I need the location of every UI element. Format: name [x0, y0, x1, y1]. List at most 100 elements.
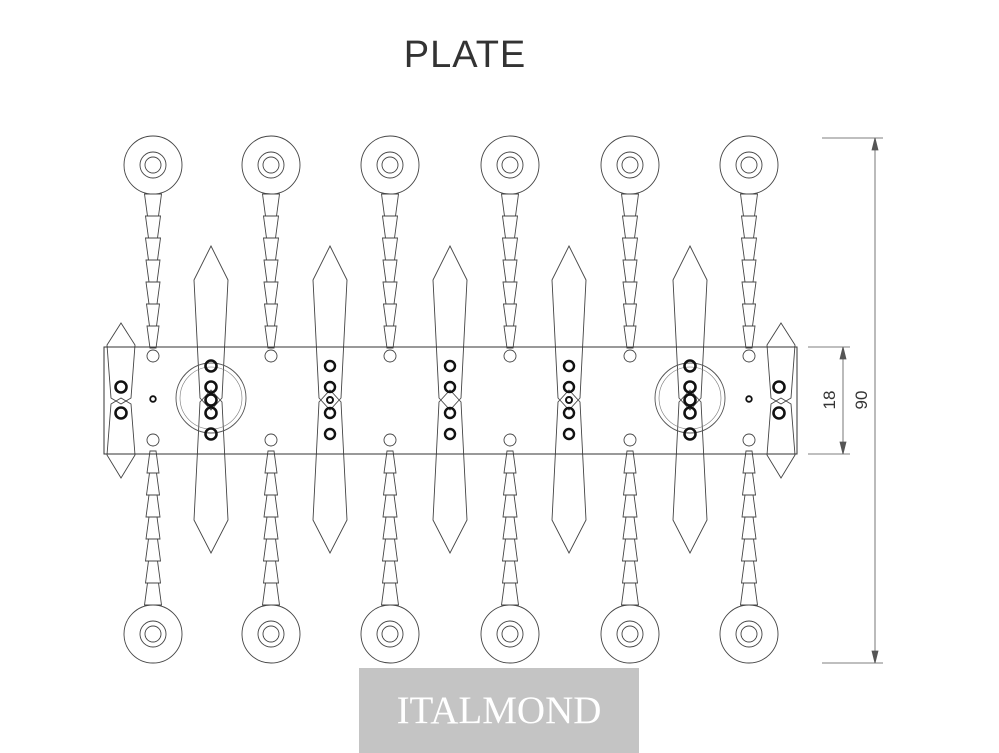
screw-hole	[149, 395, 157, 403]
crystal-bead	[144, 560, 162, 584]
spear-prism-top	[672, 244, 708, 411]
crystal-bead	[264, 325, 278, 349]
screw-holes	[114, 359, 786, 441]
spear-prism-top	[551, 244, 587, 411]
crystal-prisms	[106, 244, 796, 554]
crystal-bead	[741, 259, 757, 283]
crystal-bead	[382, 281, 398, 305]
hook-ring	[503, 433, 517, 447]
screw-hole	[562, 380, 576, 394]
crystal-drop-bottom	[241, 604, 301, 664]
spear-prism-top	[432, 244, 468, 411]
crystal-bead	[621, 237, 639, 261]
crystal-bead	[622, 516, 638, 540]
crystal-bead	[381, 215, 399, 239]
crystal-bead	[146, 450, 160, 474]
spear-prism-bottom	[551, 389, 587, 554]
crystal-bead	[383, 450, 397, 474]
screw-hole	[323, 406, 337, 420]
crystal-bead	[145, 259, 161, 283]
crystal-bead	[621, 538, 639, 562]
drawing-title: PLATE	[403, 34, 527, 76]
screw-hole	[204, 359, 218, 373]
mounting-ring-left	[175, 362, 247, 434]
dimension-lines	[808, 137, 883, 664]
spear-prism-top	[312, 244, 348, 411]
screw-hole	[683, 393, 697, 407]
crystal-bead	[741, 516, 757, 540]
crystal-bead	[263, 472, 279, 496]
crystal-bead	[620, 193, 640, 217]
end-prism-top	[766, 322, 796, 405]
crystal-bead	[145, 281, 161, 305]
crystal-bead	[380, 193, 400, 217]
spear-prism-bottom	[312, 389, 348, 554]
hook-ring	[623, 433, 637, 447]
crystal-bead	[146, 325, 160, 349]
crystal-drop-top	[123, 135, 183, 195]
screw-hole	[683, 359, 697, 373]
crystal-bead	[503, 450, 517, 474]
crystal-bead	[144, 538, 162, 562]
screw-hole	[323, 427, 337, 441]
screw-hole	[443, 427, 457, 441]
crystal-bead	[741, 472, 757, 496]
crystal-drop-top	[360, 135, 420, 195]
crystal-bead	[502, 516, 518, 540]
crystal-bead	[144, 237, 162, 261]
mounting-plate	[103, 346, 798, 455]
crystal-drop-bottom	[600, 604, 660, 664]
crystal-drop-top	[600, 135, 660, 195]
hook-ring	[503, 349, 517, 363]
screw-hole	[443, 380, 457, 394]
crystal-bead	[262, 237, 280, 261]
screw-hole	[114, 380, 128, 394]
crystal-bead	[500, 582, 520, 606]
screw-hole	[204, 393, 218, 407]
crystal-bead	[144, 215, 162, 239]
crystal-bead	[621, 215, 639, 239]
crystal-bead	[382, 303, 398, 327]
crystal-bead	[740, 215, 758, 239]
dimension-total-label: 90	[852, 391, 871, 410]
crystal-bead	[263, 303, 279, 327]
crystal-bead	[145, 472, 161, 496]
crystal-bead	[381, 560, 399, 584]
crystal-drop-top	[480, 135, 540, 195]
crystal-bead	[623, 450, 637, 474]
crystal-bead	[380, 582, 400, 606]
crystal-bead	[143, 193, 163, 217]
crystal-bead	[382, 259, 398, 283]
crystal-bead	[145, 516, 161, 540]
screw-hole	[683, 380, 697, 394]
crystal-bead	[262, 538, 280, 562]
screw-hole	[772, 380, 786, 394]
crystal-bead	[739, 193, 759, 217]
crystal-bead	[501, 215, 519, 239]
mounting-ring-right	[654, 362, 726, 434]
end-prism-bottom	[766, 397, 796, 479]
crystal-bead	[382, 516, 398, 540]
screw-hole	[562, 427, 576, 441]
hook-ring	[623, 349, 637, 363]
crystal-drop-bottom	[123, 604, 183, 664]
crystal-bead	[383, 325, 397, 349]
crystal-bead	[261, 582, 281, 606]
end-prism-top	[106, 322, 136, 405]
crystal-bead	[261, 193, 281, 217]
crystal-bead	[500, 193, 520, 217]
spear-prism-bottom	[672, 389, 708, 554]
screw-hole	[326, 396, 334, 404]
crystal-arms	[123, 135, 779, 664]
screw-hole	[443, 359, 457, 373]
crystal-bead	[742, 325, 756, 349]
end-prism-bottom	[106, 397, 136, 479]
crystal-bead	[501, 237, 519, 261]
screw-hole	[323, 380, 337, 394]
crystal-bead	[145, 303, 161, 327]
spear-prism-bottom	[193, 389, 229, 554]
screw-hole	[443, 406, 457, 420]
hook-ring	[264, 349, 278, 363]
crystal-bead	[622, 281, 638, 305]
